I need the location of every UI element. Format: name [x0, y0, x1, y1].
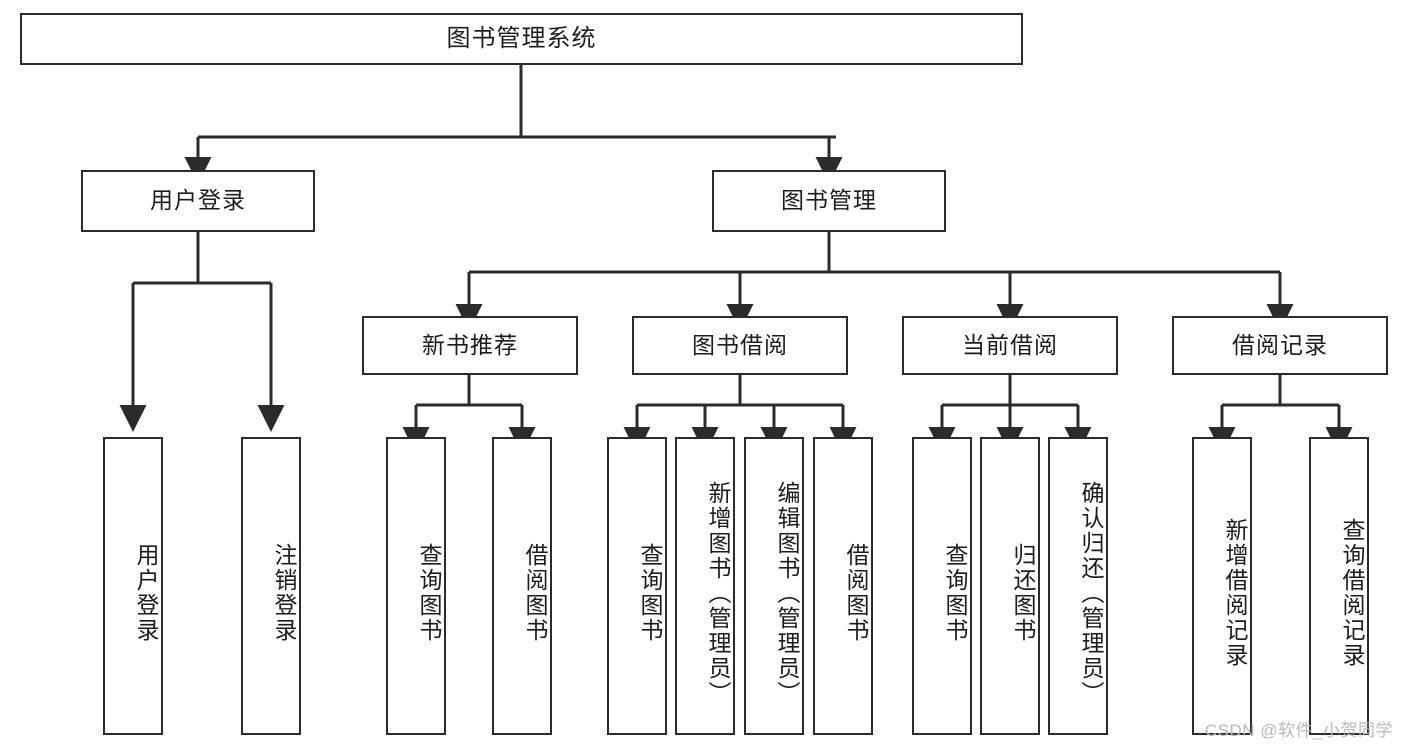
node-user-login[interactable]: 用户登录	[81, 170, 315, 232]
leaf-edit-book-admin[interactable]: 编辑图书（管理员）	[744, 437, 804, 735]
leaf-borrow-book[interactable]: 借阅图书	[813, 437, 873, 735]
leaf-logout[interactable]: 注销登录	[241, 437, 301, 735]
node-label: 借阅记录	[1232, 331, 1328, 358]
node-label: 用户登录	[150, 187, 246, 214]
node-label: 借阅图书	[843, 543, 869, 643]
watermark-text: CSDN @软件_小贺同学	[1204, 721, 1393, 740]
node-root-book-management-system[interactable]: 图书管理系统	[20, 13, 1023, 65]
node-label: 编辑图书（管理员）	[774, 480, 800, 706]
node-label: 图书管理	[781, 187, 877, 214]
node-label: 新增借阅记录	[1222, 518, 1248, 668]
node-current-borrow[interactable]: 当前借阅	[902, 316, 1118, 375]
node-label: 查询借阅记录	[1339, 518, 1365, 668]
leaf-query-book-recommend[interactable]: 查询图书	[386, 437, 446, 735]
node-label: 用户登录	[133, 543, 159, 643]
leaf-add-borrow-record[interactable]: 新增借阅记录	[1192, 437, 1252, 735]
node-book-management[interactable]: 图书管理	[712, 170, 946, 232]
node-label: 当前借阅	[962, 331, 1058, 358]
node-label: 查询图书	[637, 543, 663, 643]
node-label: 查询图书	[416, 543, 442, 643]
node-label: 确认归还（管理员）	[1078, 480, 1104, 706]
leaf-add-book-admin[interactable]: 新增图书（管理员）	[675, 437, 735, 735]
leaf-return-book[interactable]: 归还图书	[980, 437, 1040, 735]
node-label: 图书管理系统	[446, 24, 597, 52]
node-label: 查询图书	[942, 543, 968, 643]
node-label: 图书借阅	[692, 331, 788, 358]
node-label: 新增图书（管理员）	[705, 480, 731, 706]
leaf-query-book-current[interactable]: 查询图书	[912, 437, 972, 735]
node-book-borrow[interactable]: 图书借阅	[632, 316, 848, 375]
leaf-query-borrow-record[interactable]: 查询借阅记录	[1309, 437, 1369, 735]
node-label: 归还图书	[1010, 543, 1036, 643]
node-label: 新书推荐	[422, 331, 518, 358]
leaf-user-login[interactable]: 用户登录	[103, 437, 163, 735]
node-new-book-recommend[interactable]: 新书推荐	[362, 316, 578, 375]
node-label: 借阅图书	[522, 543, 548, 643]
leaf-borrow-book-recommend[interactable]: 借阅图书	[492, 437, 552, 735]
node-label: 注销登录	[271, 543, 297, 643]
leaf-query-book-borrow[interactable]: 查询图书	[607, 437, 667, 735]
node-borrow-records[interactable]: 借阅记录	[1172, 316, 1388, 375]
leaf-confirm-return-admin[interactable]: 确认归还（管理员）	[1048, 437, 1108, 735]
